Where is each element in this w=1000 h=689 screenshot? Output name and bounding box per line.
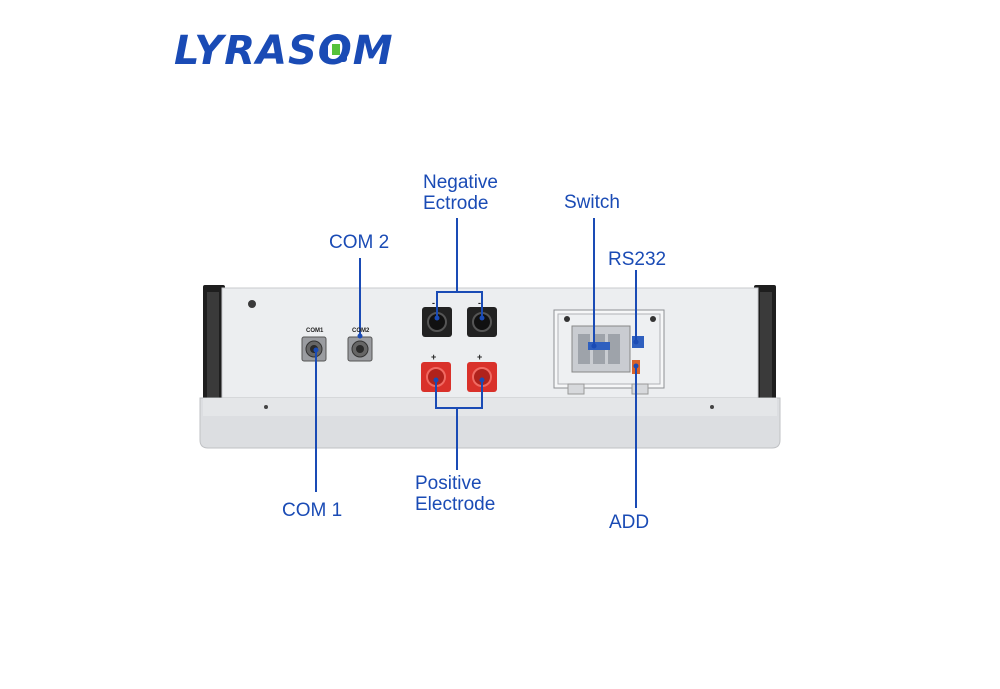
com1-label: COM 1: [282, 500, 343, 521]
com2-label: COM 2: [329, 232, 390, 253]
rs232-label: RS232: [608, 249, 667, 270]
battery-logo-icon: [325, 37, 347, 62]
plus-marking-2: +: [477, 352, 483, 362]
logo-text: LYRASOM: [174, 28, 394, 74]
add-label: ADD: [609, 512, 650, 533]
switch-enclosure: [553, 309, 665, 395]
positive-terminal-2: [467, 362, 497, 392]
positive-electrode-label: Positive Electrode: [415, 473, 496, 515]
com2-marking: COM2: [352, 328, 370, 334]
indicator-led: [248, 300, 256, 308]
callout-lines: [315, 218, 637, 508]
minus-marking-2: -: [478, 298, 481, 308]
minus-marking-1: -: [432, 298, 435, 308]
com1-marking: COM1: [306, 328, 324, 334]
plus-marking-1: +: [431, 352, 437, 362]
com2-port: [347, 336, 373, 362]
negative-terminal-2: [467, 307, 497, 337]
negative-terminal-1: [422, 307, 452, 337]
negative-electrode-label: Negative Ectrode: [423, 172, 498, 214]
switch-label: Switch: [564, 192, 620, 213]
